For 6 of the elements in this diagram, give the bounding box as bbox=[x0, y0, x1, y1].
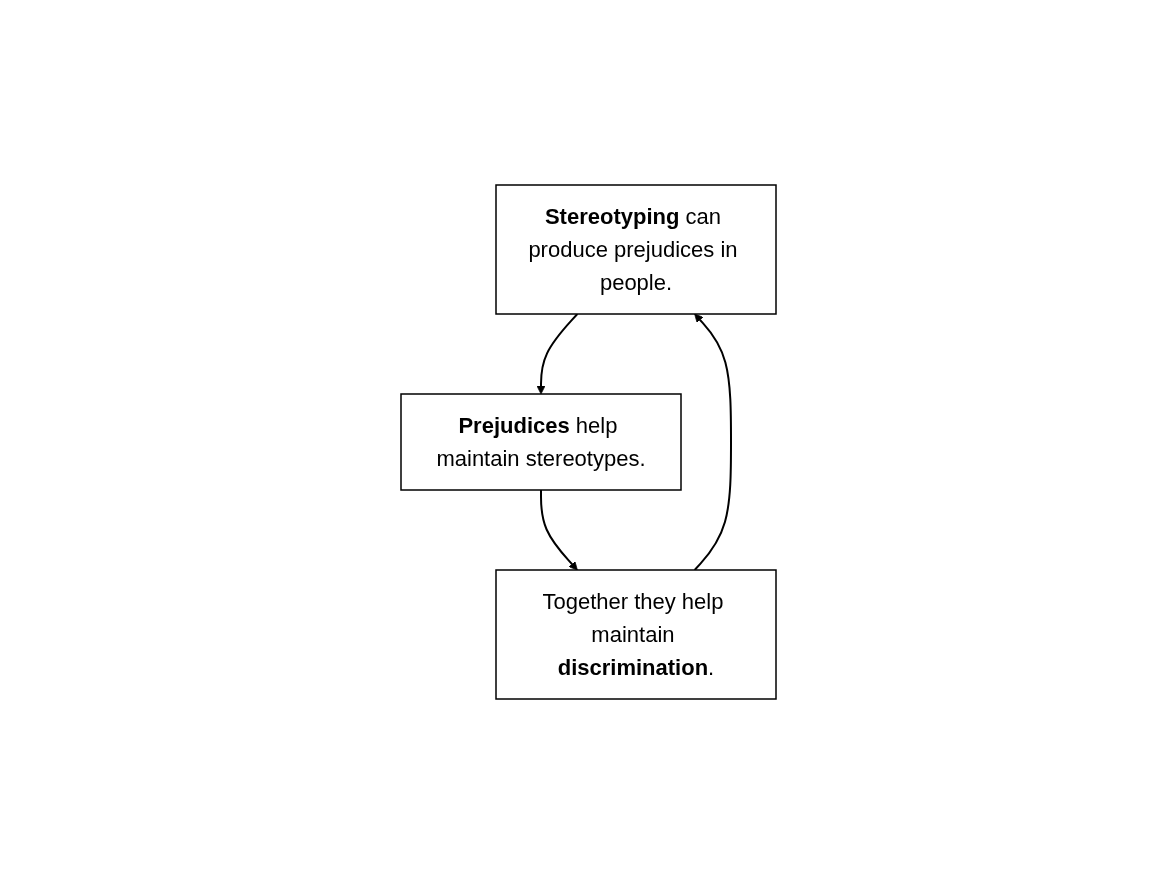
node-box: Together they help maintain discrimination. bbox=[494, 568, 777, 700]
arrow bbox=[539, 488, 578, 570]
node-box: Prejudices help maintain stereotypes. bbox=[399, 392, 682, 491]
arrow bbox=[693, 313, 732, 571]
node-box: Stereotyping can produce prejudices in people. bbox=[494, 183, 777, 315]
arrow bbox=[536, 312, 578, 394]
